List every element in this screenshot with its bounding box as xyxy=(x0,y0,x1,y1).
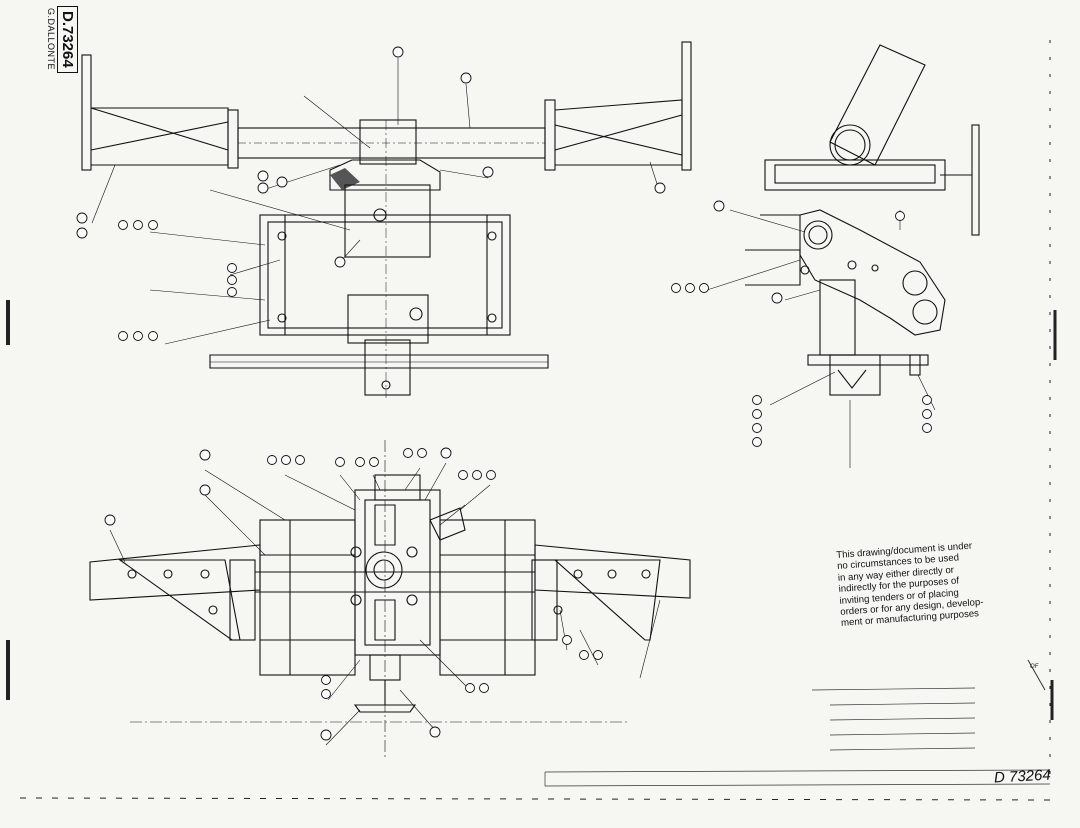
restriction-notice: This drawing/document is under no circum… xyxy=(836,540,984,630)
front-elevation-view xyxy=(89,440,691,760)
top-plan-callouts xyxy=(76,46,666,345)
drawing-number-top: D.73264 xyxy=(57,6,78,73)
margin-initials: OF xyxy=(1030,664,1039,670)
sheet-border xyxy=(6,40,1061,801)
title-block-lines xyxy=(544,659,1051,787)
top-plan-view xyxy=(81,41,692,398)
side-elevation-callouts xyxy=(671,200,936,468)
drawing-number-bottom: D 73264 xyxy=(993,766,1052,787)
side-elevation-view xyxy=(745,44,980,396)
drawing-number-sub: G.DALLONTE xyxy=(46,8,56,71)
front-elevation-callouts xyxy=(104,447,661,746)
